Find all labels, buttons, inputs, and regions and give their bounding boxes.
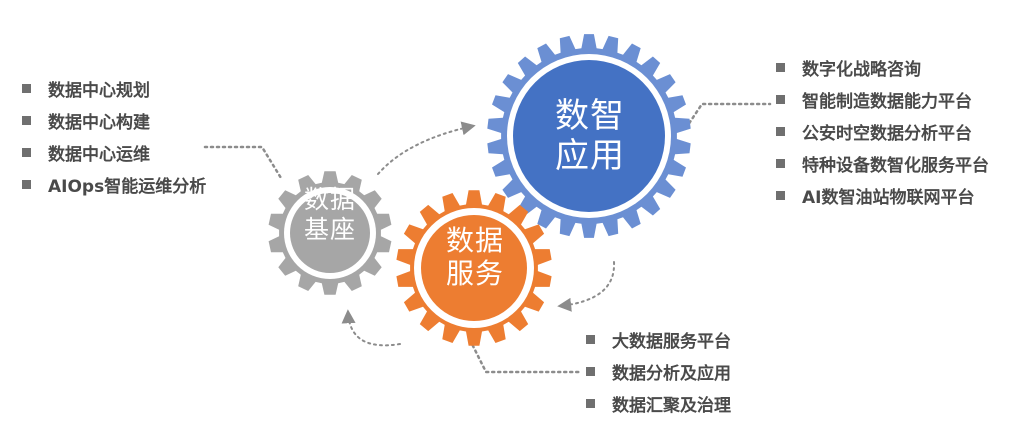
gear-label-app-line1: 数智 [555,96,625,136]
list-item-label: 智能制造数据能力平台 [802,91,972,112]
gear-hub [290,193,370,273]
list-item-label: 大数据服务平台 [612,331,731,352]
list-item-label: 数据中心运维 [48,144,150,165]
square-bullet-icon [586,366,595,376]
list-item-label: AI数智油站物联网平台 [802,187,975,208]
square-bullet-icon [776,190,785,200]
square-bullet-icon [776,158,785,168]
square-bullet-icon [586,334,595,344]
gear-label-base-line2: 基座 [303,214,356,244]
list-item: 数据中心规划 [22,72,206,104]
gear-label-app: 数智 应用 [520,96,660,176]
square-bullet-icon [22,179,31,189]
list-item: AIOps智能运维分析 [22,168,206,200]
app-capability-list: 数字化战略咨询 智能制造数据能力平台 公安时空数据分析平台 特种设备数智化服务平… [776,51,989,211]
list-item: 数据分析及应用 [586,355,731,387]
list-item: 智能制造数据能力平台 [776,83,989,115]
list-item: 数字化战略咨询 [776,51,989,83]
cycle-arrow-service-to-base [341,309,401,347]
square-bullet-icon [586,398,595,408]
cycle-arrow-base-to-app [377,121,476,175]
list-item: 大数据服务平台 [586,323,731,355]
list-item-label: AIOps智能运维分析 [48,176,207,197]
gear-hub [513,60,665,212]
list-item: 数据中心构建 [22,104,206,136]
gear-icon [487,34,691,238]
gear-hub [421,215,527,321]
square-bullet-icon [776,94,785,104]
list-item: 数据汇聚及治理 [586,387,731,419]
gear-icon [268,171,392,295]
square-bullet-icon [22,83,31,93]
gear-label-base: 数据 基座 [280,185,380,244]
gear-icon [396,190,552,346]
gear-label-service: 数据 服务 [420,224,530,290]
list-item-label: 数据分析及应用 [612,363,731,384]
list-item: 特种设备数智化服务平台 [776,147,989,179]
gear-label-app-line2: 应用 [555,136,625,177]
square-bullet-icon [22,115,31,125]
list-item: AI数智油站物联网平台 [776,179,989,211]
list-item-label: 特种设备数智化服务平台 [802,155,989,176]
cycle-arrow-app-to-service [557,261,616,312]
gear-label-base-line1: 数据 [303,185,356,214]
square-bullet-icon [22,147,31,157]
list-item: 数据中心运维 [22,136,206,168]
list-item-label: 数据中心构建 [48,112,150,133]
gear-label-service-line2: 服务 [445,257,504,291]
connector-service-list [468,338,582,374]
list-item: 公安时空数据分析平台 [776,115,989,147]
list-item-label: 数字化战略咨询 [802,59,921,80]
list-item-label: 数据中心规划 [48,80,150,101]
list-item-label: 数据汇聚及治理 [612,395,731,416]
base-capability-list: 数据中心规划 数据中心构建 数据中心运维 AIOps智能运维分析 [22,72,206,200]
service-capability-list: 大数据服务平台 数据分析及应用 数据汇聚及治理 [586,323,731,419]
connector-base-list [203,145,283,180]
connector-app-list [684,102,772,130]
gear-label-service-line1: 数据 [445,224,504,257]
list-item-label: 公安时空数据分析平台 [802,123,972,144]
square-bullet-icon [776,62,785,72]
square-bullet-icon [776,126,785,136]
